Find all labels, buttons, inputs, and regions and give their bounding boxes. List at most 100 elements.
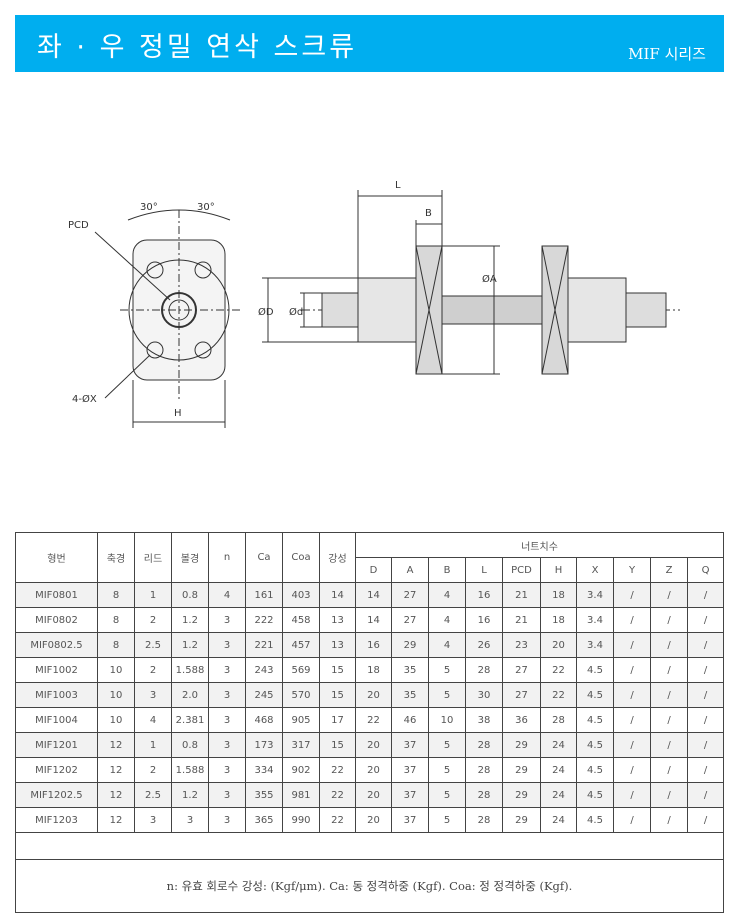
table-cell: 29 bbox=[502, 782, 541, 808]
technical-drawing: 30° 30° PCD 4-ØX H L B ØD Ød ØA bbox=[68, 180, 680, 428]
table-cell: 14 bbox=[319, 582, 356, 608]
table-cell: 14 bbox=[355, 607, 392, 633]
table-cell: / bbox=[650, 707, 688, 733]
model-cell: MIF1202.5 bbox=[15, 782, 98, 808]
nut-col-header: X bbox=[576, 557, 614, 583]
table-cell: 5 bbox=[428, 757, 466, 783]
model-cell: MIF1201 bbox=[15, 732, 98, 758]
table-cell: 3.4 bbox=[576, 632, 614, 658]
table-cell: 13 bbox=[319, 607, 356, 633]
table-cell: 37 bbox=[391, 807, 429, 833]
table-cell: 10 bbox=[428, 707, 466, 733]
nut-dimensions-header: 너트치수 bbox=[355, 532, 724, 558]
table-cell: / bbox=[613, 682, 651, 708]
table-cell: 317 bbox=[282, 732, 320, 758]
table-cell: 1.2 bbox=[171, 632, 209, 658]
table-cell: 27 bbox=[502, 657, 541, 683]
table-cell: / bbox=[613, 732, 651, 758]
table-cell: 10 bbox=[97, 682, 135, 708]
table-cell: 5 bbox=[428, 682, 466, 708]
table-cell: 22 bbox=[319, 757, 356, 783]
table-cell: 8 bbox=[97, 582, 135, 608]
table-cell: / bbox=[687, 582, 724, 608]
model-cell: MIF1004 bbox=[15, 707, 98, 733]
table-cell: 12 bbox=[97, 782, 135, 808]
model-cell: MIF1002 bbox=[15, 657, 98, 683]
table-cell: 18 bbox=[355, 657, 392, 683]
table-cell: 21 bbox=[502, 582, 541, 608]
nut-col-header: A bbox=[391, 557, 429, 583]
screw-side-view bbox=[262, 190, 680, 375]
table-cell: 20 bbox=[355, 782, 392, 808]
table-cell: 3 bbox=[171, 807, 209, 833]
table-cell: 22 bbox=[319, 782, 356, 808]
table-cell: 10 bbox=[97, 657, 135, 683]
table-cell: / bbox=[613, 807, 651, 833]
table-cell: 221 bbox=[245, 632, 283, 658]
table-cell: 5 bbox=[428, 782, 466, 808]
table-cell: 2.5 bbox=[134, 782, 172, 808]
table-cell: 10 bbox=[97, 707, 135, 733]
flange-front-view bbox=[94, 209, 240, 428]
model-cell: MIF1202 bbox=[15, 757, 98, 783]
table-cell: / bbox=[613, 782, 651, 808]
table-cell: 905 bbox=[282, 707, 320, 733]
table-cell: / bbox=[687, 757, 724, 783]
table-cell: / bbox=[650, 732, 688, 758]
table-cell: 365 bbox=[245, 807, 283, 833]
table-cell: / bbox=[687, 682, 724, 708]
table-cell: 3 bbox=[134, 807, 172, 833]
model-cell: MIF0802 bbox=[15, 607, 98, 633]
table-cell: / bbox=[613, 607, 651, 633]
table-cell: 173 bbox=[245, 732, 283, 758]
table-cell: 1.588 bbox=[171, 657, 209, 683]
title-banner: 좌 · 우 정밀 연삭 스크류 MIF 시리즈 bbox=[15, 15, 724, 72]
table-cell: 2.5 bbox=[134, 632, 172, 658]
table-cell: 24 bbox=[540, 757, 577, 783]
table-cell: 29 bbox=[391, 632, 429, 658]
table-cell: / bbox=[687, 782, 724, 808]
table-cell: 1.2 bbox=[171, 782, 209, 808]
b-label: B bbox=[425, 208, 432, 219]
table-cell: 18 bbox=[540, 607, 577, 633]
table-cell: 243 bbox=[245, 657, 283, 683]
table-cell: 35 bbox=[391, 682, 429, 708]
table-cell: 37 bbox=[391, 757, 429, 783]
table-cell: 24 bbox=[540, 732, 577, 758]
nut-col-header: B bbox=[428, 557, 466, 583]
nut-col-header: D bbox=[355, 557, 392, 583]
table-cell: 4.5 bbox=[576, 782, 614, 808]
table-cell: 981 bbox=[282, 782, 320, 808]
nut-col-header: Y bbox=[613, 557, 651, 583]
series-label: MIF 시리즈 bbox=[628, 45, 706, 63]
table-cell: 37 bbox=[391, 732, 429, 758]
col-header: Ca bbox=[245, 532, 283, 583]
col-header: 볼경 bbox=[171, 532, 209, 583]
table-cell: / bbox=[650, 632, 688, 658]
table-cell: 13 bbox=[319, 632, 356, 658]
nut-col-header: PCD bbox=[502, 557, 541, 583]
table-cell: 2.381 bbox=[171, 707, 209, 733]
model-cell: MIF1203 bbox=[15, 807, 98, 833]
table-cell: 990 bbox=[282, 807, 320, 833]
table-cell: 355 bbox=[245, 782, 283, 808]
table-cell: 3 bbox=[208, 607, 246, 633]
table-cell: 27 bbox=[502, 682, 541, 708]
table-cell: 0.8 bbox=[171, 732, 209, 758]
table-cell: 35 bbox=[391, 657, 429, 683]
col-header: n bbox=[208, 532, 246, 583]
table-cell: 8 bbox=[97, 607, 135, 633]
table-cell: 4 bbox=[208, 582, 246, 608]
table-cell: 28 bbox=[540, 707, 577, 733]
table-cell: 8 bbox=[97, 632, 135, 658]
table-cell: 21 bbox=[502, 607, 541, 633]
table-cell: 4.5 bbox=[576, 682, 614, 708]
table-cell: 30 bbox=[465, 682, 503, 708]
